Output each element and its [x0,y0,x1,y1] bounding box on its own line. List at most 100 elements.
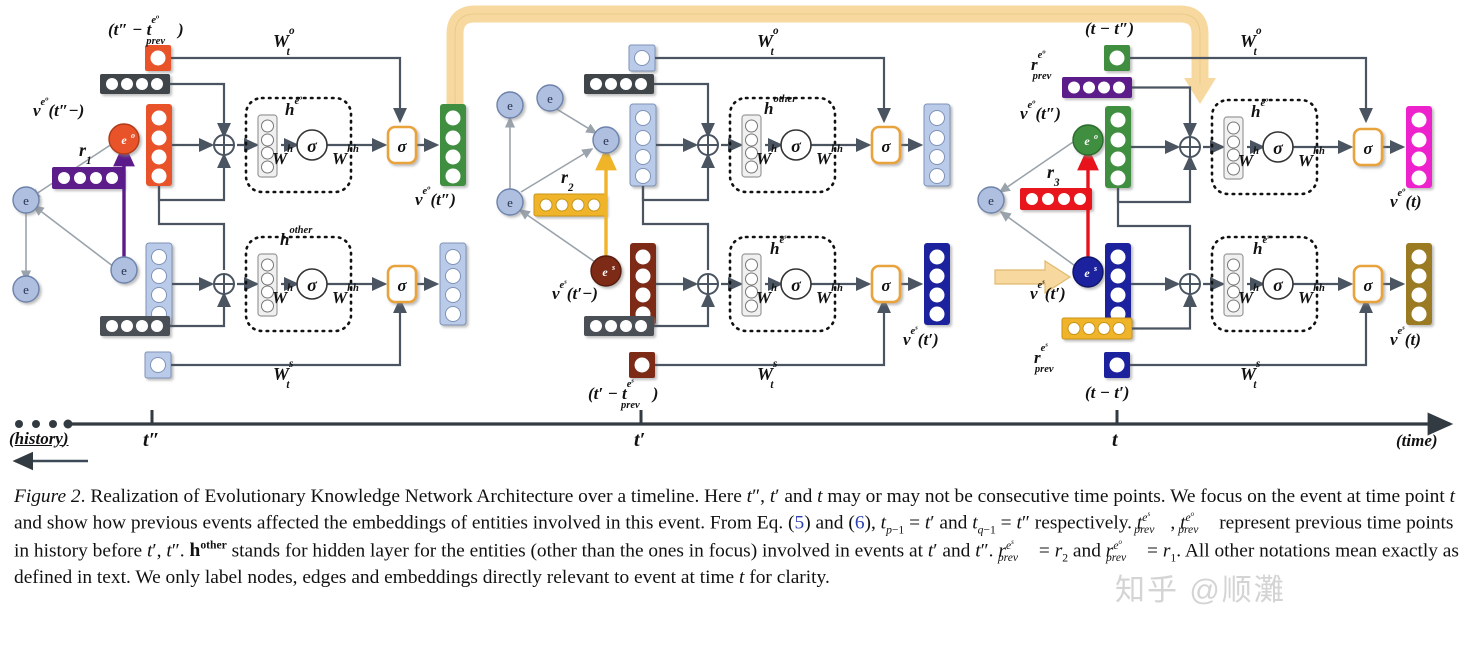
svg-text:σ: σ [881,276,891,295]
r-prev-vector-bottom [1061,317,1133,340]
time-cell-bottom [144,351,172,379]
eq-link-6[interactable]: 6 [854,512,865,534]
graph-nodes: e e o e s [977,124,1104,288]
output-vector-bottom [1406,243,1432,325]
sigma-circle-top: σ [780,129,812,161]
grey-vector-top [584,74,654,94]
svg-text:e: e [23,282,29,297]
straight-flow-arrow [994,259,1072,295]
output-vector-top [923,103,951,187]
output-vector-top [1406,106,1432,188]
grey-vector-top [100,74,170,94]
weight-whh-label-b1-top: Whh [332,144,359,168]
weight-wh-label-b2-bot: Wh [756,283,777,307]
timeline-label-time: (time) [1396,431,1438,450]
weight-wt-s-label-b2: Wst [757,358,778,391]
weight-whh-label-b2-top: Whh [816,144,843,168]
graph-edges [998,139,1079,269]
svg-text:σ: σ [1363,139,1373,158]
embedding-label-es-t1: ves(t′) [1030,278,1066,304]
caption-figure-number: Figure 2. [14,486,86,507]
sigma-circle-bottom: σ [780,268,812,300]
hidden-label-h-eo-b1: heo [285,94,303,120]
svg-text:e: e [121,133,127,147]
svg-text:σ: σ [881,137,891,156]
sum-operator [697,134,719,295]
svg-text:σ: σ [791,136,802,156]
history-dot [32,420,40,428]
svg-text:e: e [602,265,608,279]
weight-wh-label-b2-top: Wh [756,144,777,168]
sigma-box-bottom: σ [1352,264,1384,304]
hidden-layer-box-bottom [244,235,353,333]
event-block-t: e e o e s [977,45,1432,378]
svg-text:e: e [507,98,513,113]
event-block-t-double-prime: e e e e o [12,45,467,379]
weight-wt-s-label-b1: Wst [273,358,294,391]
svg-text:e: e [23,193,29,208]
embedding-vector-bottom [630,243,656,325]
sum-operator [1179,136,1201,295]
output-vector-top [440,104,466,186]
relation-label-r1: r1 [79,140,92,167]
time-delta-label-t-t2: (t − t″) [1085,19,1135,38]
weight-wh-label-b3-bot: Wh [1238,283,1259,307]
svg-text:σ: σ [307,136,318,156]
svg-text:σ: σ [1363,276,1373,295]
history-dot [49,420,57,428]
hidden-label-h-eo-b3: heo [1251,96,1269,122]
relation-r2 [533,193,607,217]
hidden-label-h-other-b2: hother [764,94,797,118]
hidden-layer-box-bottom [728,235,837,333]
output-vector-bottom [439,242,467,326]
sigma-box-top: σ [1352,127,1384,167]
eq-link-5[interactable]: 5 [794,512,805,534]
event-block-t-prime: e e e e e s [496,44,951,378]
weight-whh-label-b1-bot: Whh [332,283,359,307]
r-prev-vector-top [1062,77,1132,98]
r-prev-label-es: resprev [1034,341,1054,375]
timeline-label-history: (history) [9,429,69,448]
timeline-label-t2: t″ [143,429,160,451]
svg-text:o: o [1094,132,1098,141]
svg-text:e: e [547,91,553,106]
time-delta-label-t1: (t′ − tesprev) [588,377,659,411]
sigma-box-top: σ [386,125,418,165]
weight-wt-o-label-b2: Wot [757,25,779,58]
architecture-diagram: e e e e o [12,5,1454,471]
hidden-vector-top [257,114,278,178]
sigma-box-bottom: σ [386,264,418,304]
svg-text:e: e [1084,134,1090,148]
hidden-vector-bottom [257,253,278,317]
weight-wh-label-b1-top: Wh [272,144,293,168]
svg-text:σ: σ [1273,138,1284,158]
time-cell-top [145,45,171,71]
embedding-vector-bottom [1105,243,1131,325]
history-dot [15,420,23,428]
weight-wh-label-b1-bot: Wh [272,283,293,307]
svg-text:σ: σ [1273,275,1284,295]
embedding-vector-top [146,104,172,186]
hidden-layer-box-top [1210,98,1319,196]
time-cell-bottom [629,352,655,378]
weight-whh-label-b3-bot: Whh [1298,283,1325,307]
timeline-label-t: t [1112,429,1118,451]
hidden-layer-box-top [728,96,837,194]
weight-wh-label-b3-top: Wh [1238,146,1259,170]
time-cell-top [628,44,656,72]
relation-label-r3: r3 [1047,162,1060,189]
svg-text:e: e [121,263,127,278]
output-vector-bottom [924,243,950,325]
sigma-box-top: σ [870,125,902,165]
timeline-label-t1: t′ [634,429,646,451]
graph-edges [504,104,599,265]
graph-edges [20,139,119,282]
sigma-circle-bottom: σ [1262,268,1294,300]
grey-vector-bottom [100,316,170,336]
hidden-label-h-es-b2: hes [770,233,787,259]
hidden-vector-top [1223,116,1244,180]
svg-text:s: s [611,263,615,272]
weight-wt-o-label-b3: Wot [1240,25,1262,58]
relation-label-r2: r2 [561,167,574,194]
svg-text:e: e [603,133,609,148]
